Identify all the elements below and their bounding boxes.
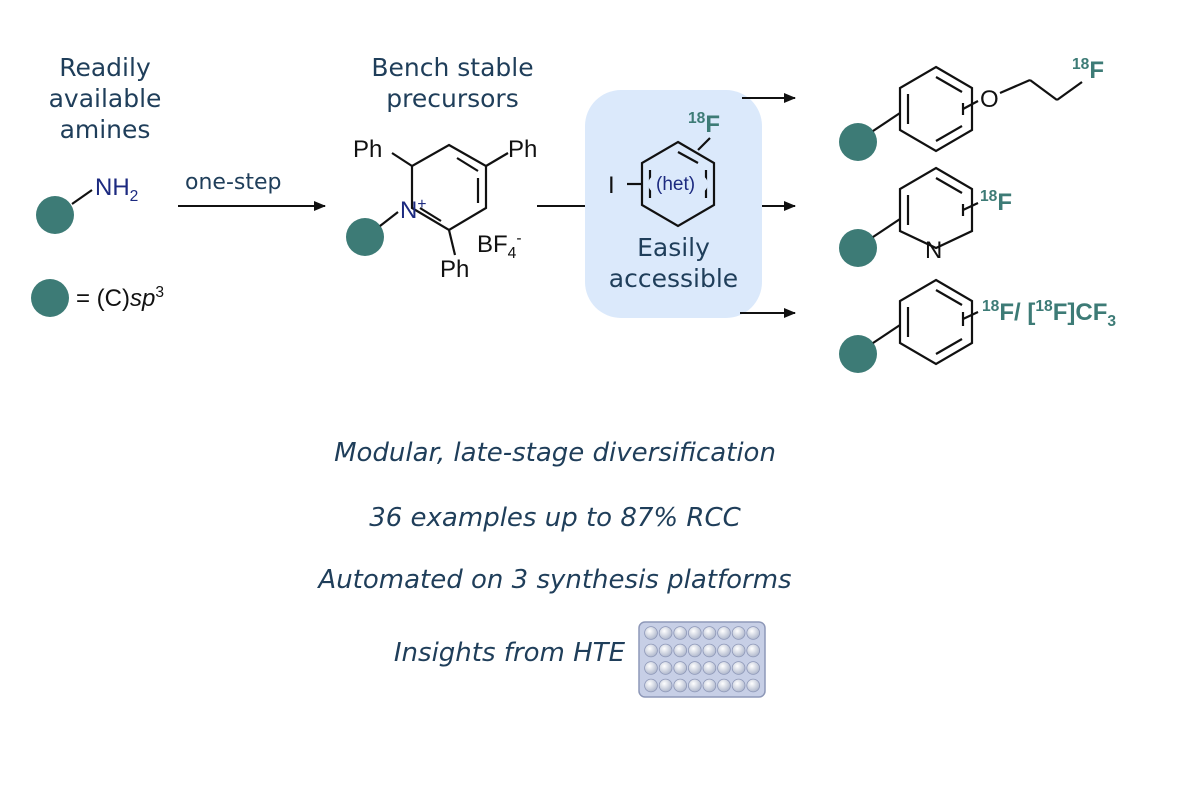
- hte-well: [731, 678, 746, 693]
- product-2-nitrogen: N: [925, 237, 943, 264]
- substituent-dot-product-2: [839, 229, 877, 267]
- hte-well: [717, 678, 731, 693]
- hte-well: [673, 661, 687, 675]
- hte-well: [673, 626, 687, 640]
- amine-bond: [71, 189, 93, 205]
- product-1-structure: [872, 65, 1083, 153]
- hte-well: [746, 661, 760, 675]
- substituent-dot-amine: [36, 196, 74, 234]
- hte-well: [658, 678, 673, 693]
- arrow-label-one-step: one-step: [185, 170, 282, 195]
- hte-well: [687, 626, 702, 640]
- substituent-dot-legend: [31, 279, 69, 317]
- product-1-fluorine: 18F: [1072, 56, 1105, 84]
- hte-well: [658, 661, 673, 675]
- product-2-structure: [872, 166, 979, 250]
- hte-well: [644, 678, 658, 693]
- hte-well: [673, 678, 687, 693]
- header-amines: Readily available amines: [48, 53, 162, 144]
- highlight-hte: Insights from HTE: [393, 638, 625, 668]
- hte-plate-icon: [638, 621, 766, 698]
- substituent-dot-product-1: [839, 123, 877, 161]
- product-3-structure: [872, 278, 979, 366]
- highlight-modular: Modular, late-stage diversification: [334, 438, 776, 468]
- highlight-examples: 36 examples up to 87% RCC: [369, 503, 741, 533]
- hte-well: [658, 626, 673, 640]
- hte-well: [702, 626, 717, 640]
- hte-well: [702, 661, 717, 675]
- hte-plate-wells: [644, 626, 760, 693]
- hte-well: [702, 678, 717, 693]
- pyridinium-ph-top-left: Ph: [353, 136, 383, 163]
- reagent-het-label: (het): [656, 174, 696, 195]
- reagent-iodo: I: [608, 172, 615, 199]
- het-ring-label-ellipse: [648, 169, 708, 199]
- substituent-dot-product-3: [839, 335, 877, 373]
- reagent-fluorine: 18F: [688, 110, 721, 138]
- hte-well: [731, 643, 746, 658]
- pyridinium-ph-bottom: Ph: [440, 256, 470, 283]
- pyridinium-nitrogen: N+: [400, 196, 427, 224]
- hte-well: [717, 643, 731, 658]
- pyridinium-structure: [379, 143, 509, 256]
- substituent-legend: = (C)sp3: [76, 284, 165, 312]
- amine-group-label: NH2: [95, 174, 139, 205]
- product-1-oxygen: O: [980, 86, 999, 113]
- hte-well: [702, 643, 717, 658]
- hte-well: [746, 678, 760, 693]
- hte-well: [687, 661, 702, 675]
- hte-well: [687, 643, 702, 658]
- hte-well: [717, 661, 731, 675]
- reagent-box: [585, 90, 762, 318]
- hte-well: [644, 626, 658, 640]
- hte-well: [673, 643, 687, 658]
- hte-well: [658, 643, 673, 658]
- product-2-fluorine: 18F: [980, 188, 1013, 216]
- hte-well: [644, 643, 658, 658]
- hte-well: [731, 626, 746, 640]
- hte-well: [644, 661, 658, 675]
- hte-well: [746, 626, 760, 640]
- pyridinium-counterion: BF4-: [477, 230, 522, 262]
- header-precursors: Bench stable precursors: [371, 53, 534, 113]
- reagent-caption: Easily accessible: [608, 233, 739, 293]
- hte-well: [746, 643, 760, 658]
- hte-well: [717, 626, 731, 640]
- product-3-label: 18F/ [18F]CF3: [982, 298, 1117, 330]
- substituent-dot-pyridinium: [346, 218, 384, 256]
- pyridinium-ph-top-right: Ph: [508, 136, 538, 163]
- highlight-automated: Automated on 3 synthesis platforms: [318, 565, 792, 595]
- hte-well: [731, 661, 746, 675]
- hte-well: [687, 678, 702, 693]
